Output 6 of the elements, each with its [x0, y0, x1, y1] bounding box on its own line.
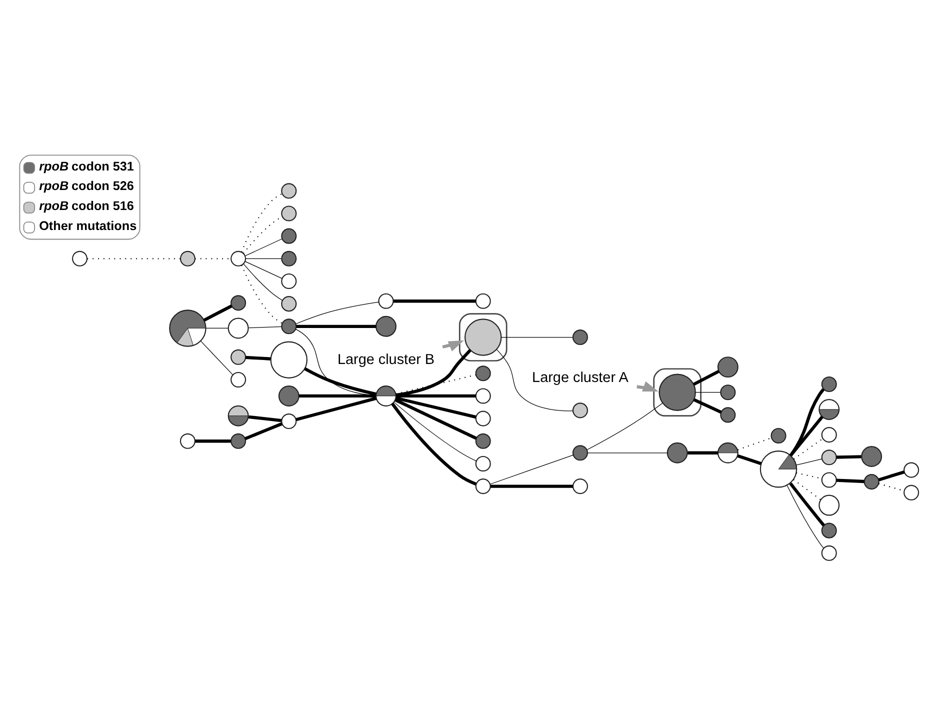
legend-label: Other mutations: [39, 218, 137, 233]
node-text: Large cluster A: [532, 370, 628, 386]
node-text: Large cluster B: [337, 352, 435, 368]
legend-label: rpoB codon 531: [39, 159, 134, 174]
legend-label: rpoB codon 526: [39, 179, 134, 194]
legend-label: rpoB codon 516: [39, 199, 134, 214]
